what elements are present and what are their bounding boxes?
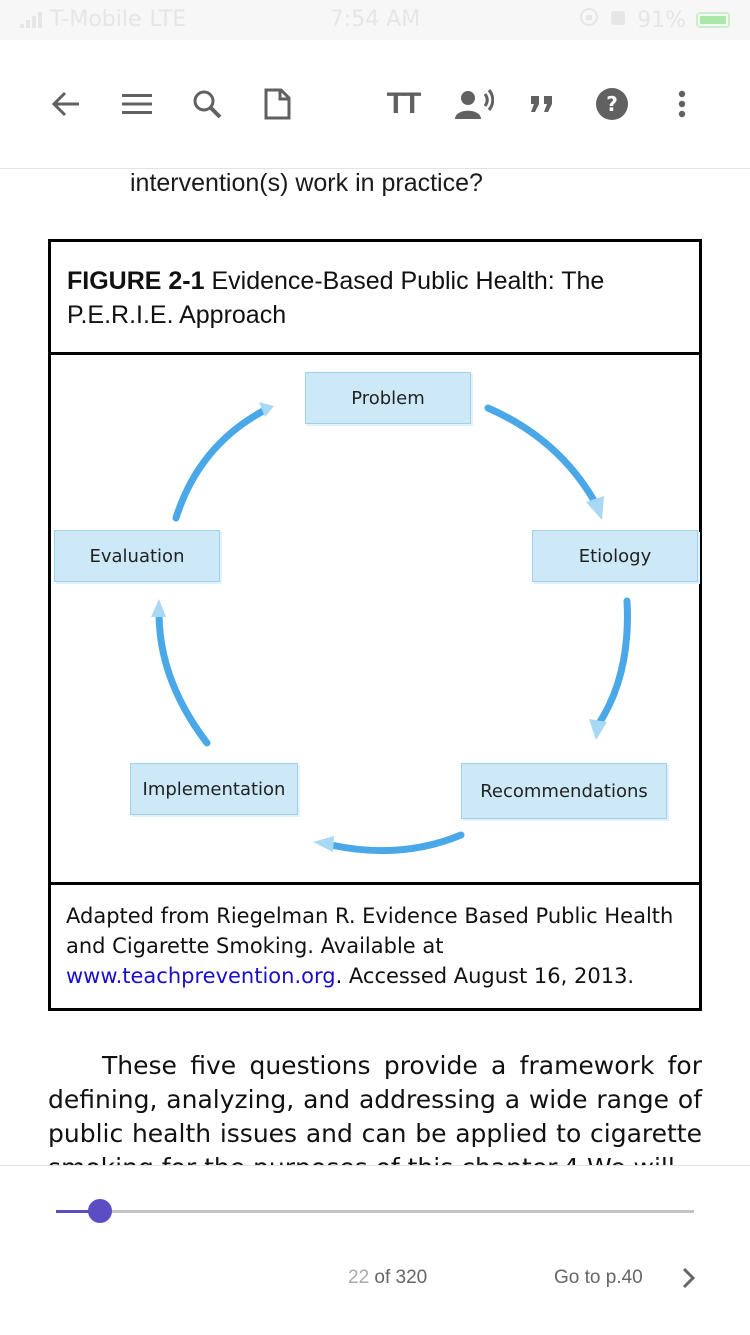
status-bar: T-Mobile LTE 7:54 AM 91% (0, 0, 750, 40)
node-recommendations: Recommendations (461, 763, 667, 819)
status-right-group: 91% (579, 7, 730, 33)
text-size-icon[interactable]: TT (383, 84, 423, 124)
page-count: 22 of 320 (348, 1267, 427, 1289)
carrier-group: T-Mobile LTE (20, 7, 186, 32)
slider-track[interactable] (56, 1210, 694, 1213)
goto-page-button[interactable]: Go to p.40 (554, 1267, 643, 1288)
carrier-name: T-Mobile (50, 7, 142, 32)
arrowhead-evaluation (151, 599, 166, 617)
back-arrow-icon[interactable] (46, 84, 86, 124)
cycle-arrows (151, 402, 631, 855)
bookmark-page-icon[interactable] (257, 84, 297, 124)
reading-pane[interactable]: intervention(s) work in practice? FIGURE… (0, 169, 750, 1165)
figure-title: FIGURE 2-1 Evidence-Based Public Health:… (51, 242, 699, 355)
figure-box: FIGURE 2-1 Evidence-Based Public Health:… (48, 239, 702, 1011)
battery-icon (696, 12, 730, 28)
arrowhead-etiology (586, 496, 604, 520)
text-size-label: TT (386, 87, 422, 120)
page-total: of 320 (374, 1267, 428, 1288)
arrowhead-problem (259, 402, 274, 417)
caption-text-end: . Accessed August 16, 2013. (335, 964, 635, 988)
arrowhead-recommendations (589, 719, 607, 740)
svg-text:?: ? (606, 92, 618, 116)
arrowhead-implementation (313, 836, 334, 852)
previous-text-line: intervention(s) work in practice? (130, 169, 483, 197)
help-icon[interactable]: ? (592, 84, 632, 124)
node-implementation: Implementation (130, 763, 298, 815)
chevron-right-icon[interactable] (676, 1265, 700, 1291)
read-aloud-icon[interactable] (454, 84, 494, 124)
figure-label: FIGURE 2-1 (67, 267, 205, 295)
page-slider[interactable] (56, 1199, 694, 1223)
slider-thumb[interactable] (88, 1199, 112, 1223)
bottom-navigation: 22 of 320 Go to p.40 (0, 1165, 750, 1335)
perie-diagram: Problem Etiology Recommendations Impleme… (51, 355, 699, 882)
slider-fill (56, 1210, 100, 1213)
battery-percent: 91% (637, 7, 686, 33)
caption-link[interactable]: www.teachprevention.org (66, 964, 336, 988)
node-evaluation: Evaluation (54, 530, 220, 582)
node-etiology: Etiology (532, 530, 698, 582)
signal-icon (20, 11, 42, 28)
rotation-lock-icon (579, 7, 599, 33)
more-vert-icon[interactable] (662, 84, 702, 124)
arrow-evaluation-to-problem (172, 406, 269, 522)
caption-text: Adapted from Riegelman R. Evidence Based… (66, 904, 674, 958)
figure-title-text: Evidence-Based Public Health: The P.E.R.… (67, 267, 605, 329)
contents-list-icon[interactable] (117, 84, 157, 124)
alarm-icon (609, 8, 627, 33)
figure-caption: Adapted from Riegelman R. Evidence Based… (51, 882, 699, 1008)
status-time: 7:54 AM (329, 7, 421, 32)
current-page: 22 (348, 1267, 370, 1288)
reader-toolbar: TT ? (0, 40, 750, 169)
body-paragraph: These five questions provide a framework… (48, 1051, 702, 1165)
arrow-etiology-to-recommendations (594, 597, 631, 729)
search-icon[interactable] (187, 84, 227, 124)
arrow-recommendations-to-implementation (327, 831, 465, 855)
arrow-problem-to-etiology (484, 404, 601, 510)
arrow-implementation-to-evaluation (155, 609, 211, 747)
network-type: LTE (149, 7, 187, 32)
node-problem: Problem (305, 372, 471, 424)
quote-notes-icon[interactable] (522, 84, 562, 124)
